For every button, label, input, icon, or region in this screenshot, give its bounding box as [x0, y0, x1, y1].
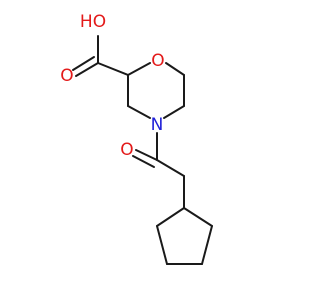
- morpholine-ring: [127, 62, 185, 119]
- bond-c2-o1: [127, 62, 151, 76]
- bond-cp5-cp1: [183, 207, 213, 227]
- bond-cp4-cp5: [201, 225, 213, 265]
- acyl-group: [132, 132, 185, 209]
- bond-c-o-double-b: [72, 56, 95, 71]
- bond-cp2-cp3: [156, 225, 168, 265]
- atom-label-ring-o: O: [151, 51, 164, 71]
- bond-carbonyl-o-a: [135, 149, 158, 161]
- bond-cp1-cp2: [156, 207, 185, 227]
- bond-c-o-double-a: [75, 62, 99, 77]
- atom-label-amide-o: O: [120, 140, 133, 160]
- atom-label-ring-n: N: [151, 115, 164, 135]
- bond-carbonyl-ch2: [156, 159, 185, 177]
- atom-label-hydroxyl: HO: [80, 12, 106, 32]
- bond-n4-c3: [127, 105, 151, 119]
- bond-o1-c6: [165, 62, 185, 76]
- atom-label-acid-carbonyl-o: O: [60, 66, 73, 86]
- bond-c5-n4: [163, 105, 185, 119]
- structure-diagram: HO O O N O: [60, 12, 213, 265]
- cyclopentane-ring: [156, 207, 213, 265]
- bond-acid-to-ring: [97, 62, 129, 76]
- bond-carbonyl-o-b: [132, 155, 155, 168]
- carboxylic-acid-group: [72, 35, 129, 77]
